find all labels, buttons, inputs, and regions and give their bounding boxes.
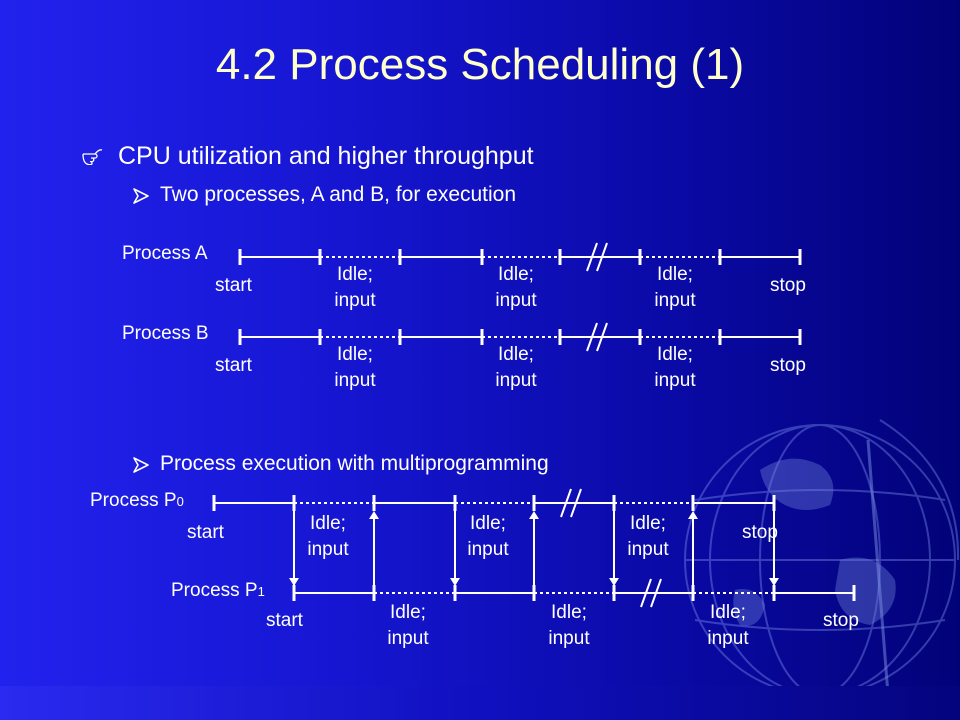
process-p1-stop: stop — [823, 610, 859, 631]
process-a-idle-2: Idle;input — [495, 264, 537, 311]
arrowhead-icon — [132, 456, 150, 479]
process-b-label: Process B — [122, 323, 209, 344]
bottom-band — [0, 686, 960, 720]
process-a-idle-3: Idle;input — [654, 264, 696, 311]
process-b-stop: stop — [770, 355, 806, 376]
timeline-b — [238, 322, 802, 352]
process-p0-idle-3: Idle;input — [627, 513, 669, 560]
process-p1-start: start — [266, 610, 303, 631]
process-p1-idle-3: Idle;input — [707, 602, 749, 649]
process-a-idle-1: Idle;input — [334, 264, 376, 311]
bullet-sub-2: Process execution with multiprogramming — [160, 452, 549, 475]
process-p1-idle-1: Idle;input — [387, 602, 429, 649]
timeline-p1 — [292, 578, 856, 608]
process-p0-idle-2: Idle;input — [467, 513, 509, 560]
process-p0-start: start — [187, 522, 224, 543]
process-b-start: start — [215, 355, 252, 376]
bullet-sub-1: Two processes, A and B, for execution — [160, 183, 517, 206]
process-b-idle-3: Idle;input — [654, 344, 696, 391]
process-a-label: Process A — [122, 243, 208, 264]
timeline-a — [238, 242, 802, 272]
timeline-p0 — [212, 488, 776, 518]
process-a-stop: stop — [770, 275, 806, 296]
process-b-idle-1: Idle;input — [334, 344, 376, 391]
process-p1-idle-2: Idle;input — [548, 602, 590, 649]
process-p0-label: Process P0 — [90, 490, 184, 511]
context-switch-arrows — [293, 511, 775, 585]
process-b-idle-2: Idle;input — [495, 344, 537, 391]
process-p0-idle-1: Idle;input — [307, 513, 349, 560]
page-title: 4.2 Process Scheduling (1) — [215, 40, 745, 89]
process-p1-label: Process P1 — [171, 580, 265, 601]
pointing-hand-icon — [82, 147, 104, 170]
process-a-start: start — [215, 275, 252, 296]
arrowhead-icon — [132, 187, 150, 210]
bullet-main: CPU utilization and higher throughput — [118, 142, 534, 170]
process-p0-stop: stop — [742, 522, 778, 543]
